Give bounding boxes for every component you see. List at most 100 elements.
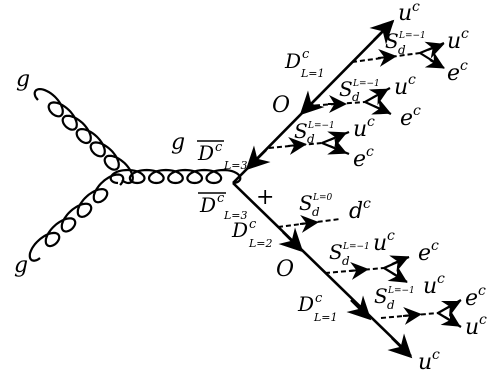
svg-text:L=−1: L=−1 [387, 286, 415, 296]
out-label-e-5: e c [418, 238, 439, 266]
svg-text:c: c [460, 58, 468, 74]
decay-l2-down-arrow [440, 309, 461, 327]
label-D-lower-L2: D c L=2 [231, 217, 273, 250]
svg-text:c: c [412, 0, 420, 15]
svg-text:c: c [413, 103, 421, 119]
svg-text:u: u [373, 231, 387, 256]
svg-text:c: c [479, 312, 487, 328]
svg-text:L=1: L=1 [300, 67, 325, 80]
svg-text:L=−1: L=−1 [342, 242, 370, 252]
out-label-e-2: e c [400, 103, 421, 131]
svg-text:L=−1: L=−1 [307, 121, 335, 131]
svg-text:L=3: L=3 [223, 159, 248, 172]
out-label-u-bottom: u c [418, 347, 440, 374]
svg-text:D: D [197, 141, 214, 165]
svg-text:L=1: L=1 [313, 311, 338, 324]
svg-text:u: u [394, 75, 408, 100]
svg-text:c: c [367, 114, 375, 130]
label-D-lower-L1: D c L=1 [297, 291, 338, 324]
out-label-u-3: u c [353, 114, 375, 142]
svg-text:S: S [385, 29, 399, 53]
scalar-arrow-l2 [402, 306, 422, 325]
gluon-line-upper [33, 87, 134, 185]
svg-text:S: S [299, 191, 313, 215]
label-S-upper-2: S d L=−1 [339, 77, 380, 104]
scalar-arrow-u1 [377, 48, 397, 67]
label-D-upper-L1: D c L=1 [284, 47, 325, 80]
svg-text:c: c [363, 196, 371, 212]
svg-text:S: S [374, 284, 388, 308]
scalar-line-l1 [324, 267, 385, 274]
svg-text:S: S [329, 240, 343, 264]
label-S-upper-1: S d L=−1 [385, 29, 426, 57]
svg-text:c: c [315, 291, 323, 306]
svg-text:c: c [217, 191, 225, 206]
svg-text:c: c [302, 47, 310, 62]
scalar-line-l0 [277, 218, 341, 228]
scalar-arrow-l1 [349, 261, 369, 280]
out-label-d-4: d c [349, 196, 371, 224]
svg-text:D: D [297, 292, 314, 316]
out-label-e-1: e c [447, 58, 468, 86]
svg-text:e: e [447, 61, 460, 86]
svg-text:u: u [423, 274, 437, 299]
svg-text:D: D [284, 49, 301, 73]
svg-text:c: c [432, 347, 440, 363]
label-S-upper-3: S d L=−1 [294, 119, 335, 146]
svg-text:c: c [387, 228, 395, 244]
svg-text:e: e [353, 147, 366, 172]
scalar-arrow-l0 [299, 214, 319, 233]
svg-text:c: c [478, 283, 486, 299]
gluon-label-lower: g [14, 253, 28, 278]
svg-text:S: S [294, 119, 308, 143]
cross-mark: + [256, 185, 274, 210]
svg-text:d: d [387, 298, 395, 312]
label-S-lower-0: S d L=0 [299, 191, 333, 219]
scalar-arrow-u3 [287, 136, 307, 155]
out-label-u-5: u c [423, 271, 445, 299]
decay-u3-down-arrow [327, 138, 348, 155]
gluon-label-upper: g [16, 67, 30, 92]
label-S-lower-1: S d L=−1 [329, 240, 370, 268]
svg-text:e: e [465, 286, 478, 311]
decay-u3-up-arrow [327, 131, 348, 148]
arrow-upper-low [245, 145, 271, 171]
decay-u2-down-arrow [371, 98, 392, 115]
decay-u1-up-arrow [424, 41, 445, 59]
decay-l2-up-arrow [440, 300, 462, 318]
scalar-line-u2 [306, 101, 366, 107]
svg-text:c: c [215, 140, 223, 155]
out-label-u-4: u c [373, 228, 395, 256]
lower-fermion-line [232, 182, 412, 357]
gluon-line-lower [28, 173, 125, 262]
operator-label-upper: O [272, 93, 290, 118]
out-label-u-2: u c [394, 72, 416, 100]
label-Dbar-lower-L3: D c L=3 [198, 191, 248, 222]
svg-text:L=−1: L=−1 [352, 79, 380, 89]
svg-text:L=2: L=2 [248, 237, 273, 250]
label-Dbar-upper-L3: D c L=3 [197, 140, 248, 172]
svg-text:D: D [231, 218, 248, 242]
decay-u2-up-arrow [368, 88, 389, 106]
svg-text:u: u [447, 29, 461, 54]
arrow-upper-top [369, 19, 395, 45]
out-label-u-7: u c [465, 312, 487, 340]
svg-text:c: c [408, 72, 416, 88]
svg-text:c: c [249, 217, 257, 232]
gluon-label-middle: g [171, 130, 185, 155]
svg-text:L=0: L=0 [312, 193, 333, 203]
out-label-e-3: e c [353, 144, 374, 172]
svg-text:u: u [418, 350, 432, 374]
svg-text:u: u [398, 1, 412, 26]
svg-text:c: c [431, 238, 439, 254]
svg-text:u: u [465, 315, 479, 340]
decay-l1-down-arrow [387, 265, 408, 283]
decay-u1-down-arrow [424, 51, 445, 69]
svg-text:d: d [352, 90, 360, 104]
label-S-lower-2: S d L=−1 [374, 284, 415, 312]
svg-text:d: d [349, 199, 363, 224]
svg-text:d: d [312, 205, 320, 219]
svg-text:d: d [307, 132, 315, 146]
